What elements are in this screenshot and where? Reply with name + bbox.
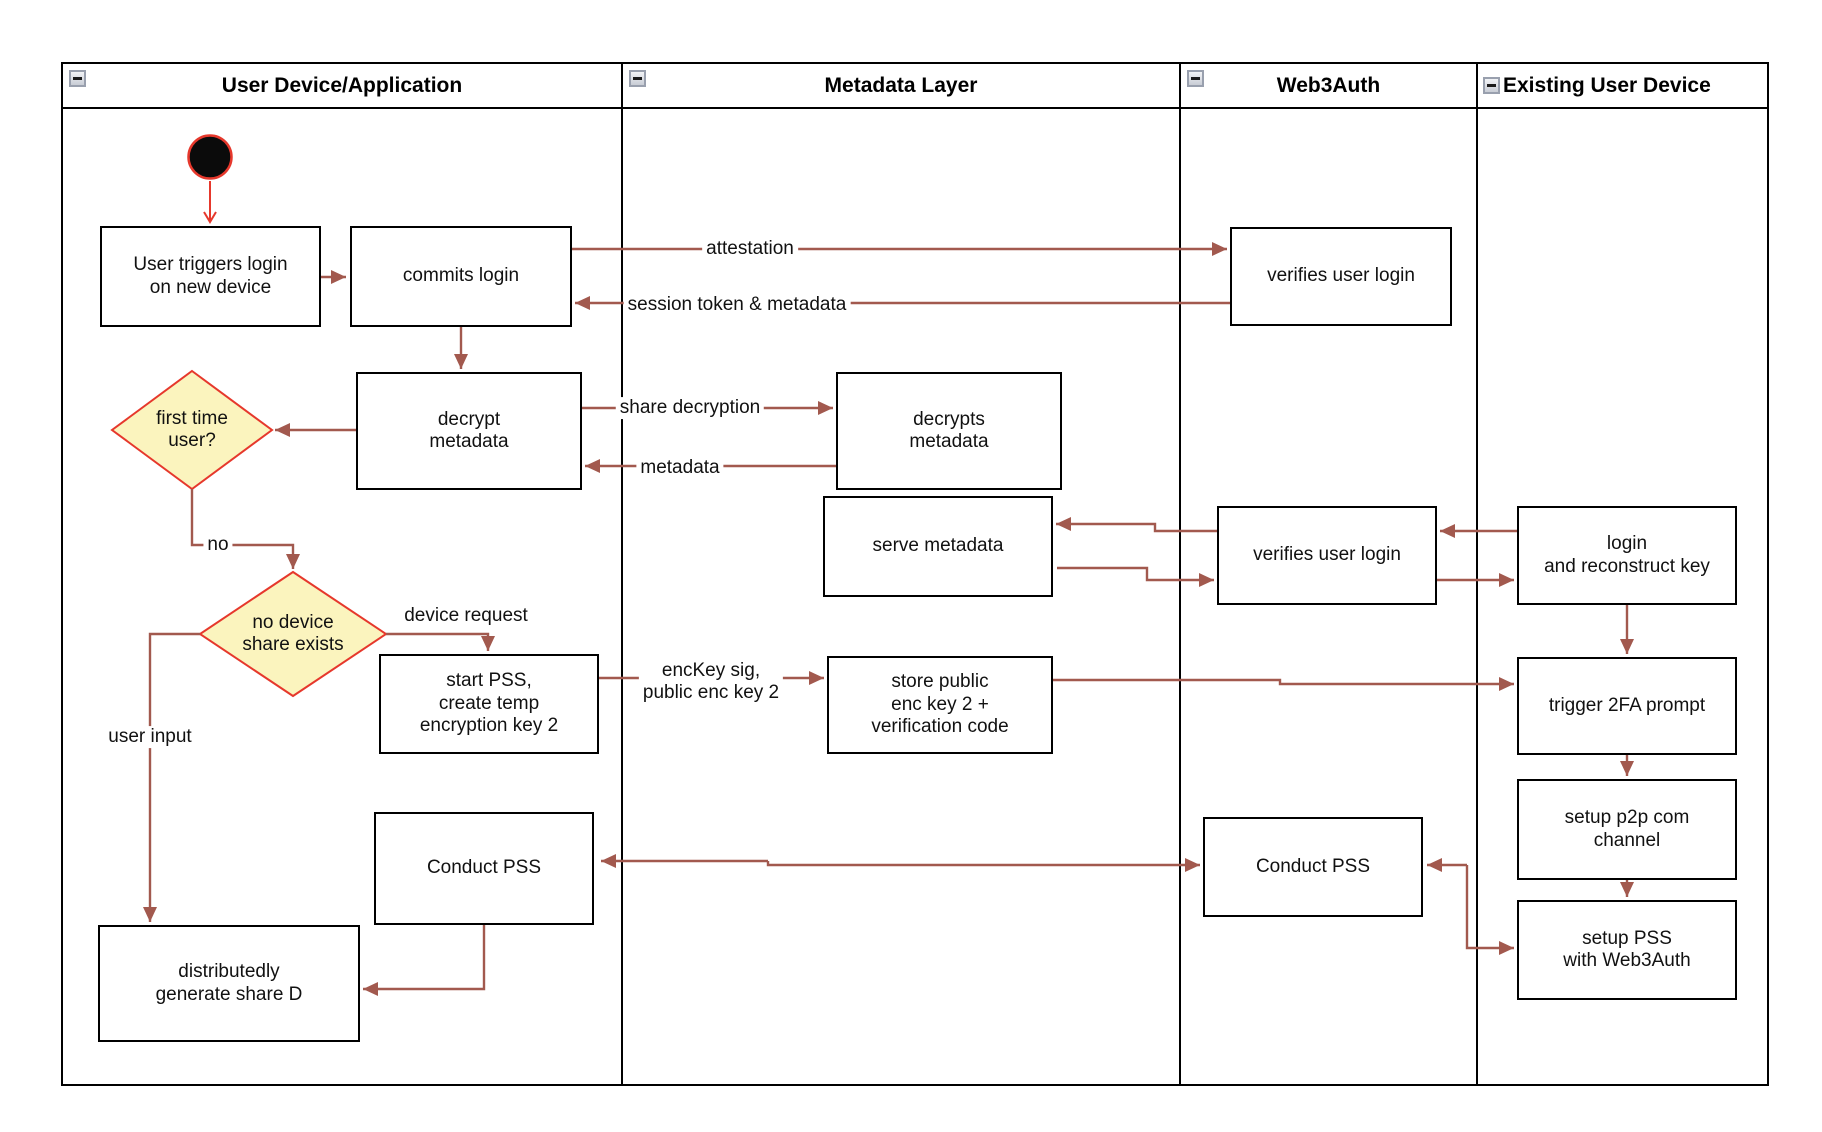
node-verifies-user-login-2[interactable]: verifies user login [1217, 506, 1437, 605]
edge-verifies2-to-serve [1056, 517, 1217, 533]
node-label: setup PSS with Web3Auth [1563, 927, 1691, 971]
collapse-lane-icon[interactable] [1187, 70, 1204, 87]
edge-label-attestation: attestation [702, 238, 798, 260]
edge-label-metadata: metadata [636, 457, 724, 479]
collapse-lane-icon[interactable] [629, 70, 646, 87]
node-login-and-reconstruct-key[interactable]: login and reconstruct key [1517, 506, 1737, 605]
node-trigger-2fa-prompt[interactable]: trigger 2FA prompt [1517, 657, 1737, 755]
decision-label-no-device-share: no device share exists [242, 612, 344, 655]
node-label: setup p2p com channel [1564, 807, 1690, 851]
node-label: login and reconstruct key [1544, 533, 1710, 577]
edge-label-no: no [203, 534, 233, 556]
decision-no-device-share-exists[interactable] [198, 570, 388, 698]
edge-label-device-request: device request [400, 605, 532, 627]
edge-label-share-decryption: share decryption [615, 397, 765, 419]
node-label: serve metadata [872, 535, 1004, 557]
node-label: decrypts metadata [909, 408, 989, 452]
node-decrypt-metadata[interactable]: decrypt metadata [356, 372, 582, 490]
node-label: trigger 2FA prompt [1548, 694, 1706, 716]
edge-label-user-input: user input [104, 726, 196, 748]
lane-frame [61, 62, 1769, 1086]
node-label: commits login [402, 265, 520, 287]
node-label: start PSS, create temp encryption key 2 [419, 670, 559, 737]
collapse-lane-icon[interactable] [1483, 77, 1500, 94]
node-label: store public enc key 2 + verification co… [871, 671, 1009, 738]
node-store-public-enc-key[interactable]: store public enc key 2 + verification co… [827, 656, 1053, 754]
edge-conduct1-to-conduct2 [766, 858, 1200, 872]
node-label: verifies user login [1267, 265, 1415, 287]
node-decrypts-metadata[interactable]: decrypts metadata [836, 372, 1062, 490]
node-distributedly-generate-share-d[interactable]: distributedly generate share D [98, 925, 360, 1042]
edge-user-input [143, 632, 200, 922]
lane-title: Existing User Device [1503, 73, 1711, 97]
lane-title: Metadata Layer [824, 73, 978, 97]
edge-no-branch [190, 489, 300, 569]
lane-header-web3auth: Web3Auth [1180, 63, 1477, 108]
node-conduct-pss-user-device[interactable]: Conduct PSS [374, 812, 594, 925]
start-node[interactable] [187, 134, 233, 180]
node-conduct-pss-web3auth[interactable]: Conduct PSS [1203, 817, 1423, 917]
edge-conduct2-to-setup-pss [1465, 865, 1514, 955]
node-label: distributedly generate share D [155, 961, 303, 1005]
node-serve-metadata[interactable]: serve metadata [823, 496, 1053, 597]
node-label: Conduct PSS [426, 857, 542, 879]
edge-serve-to-verifies2 [1057, 566, 1214, 587]
node-user-triggers-login[interactable]: User triggers login on new device [100, 226, 321, 327]
lane-title: User Device/Application [221, 73, 463, 97]
lane-header-metadata-layer: Metadata Layer [622, 63, 1180, 108]
node-label: User triggers login on new device [133, 254, 288, 298]
lane-title: Web3Auth [1276, 73, 1381, 97]
node-commits-login[interactable]: commits login [350, 226, 572, 327]
edge-device-request [386, 632, 495, 651]
node-label: verifies user login [1253, 544, 1401, 566]
node-setup-pss-with-web3auth[interactable]: setup PSS with Web3Auth [1517, 900, 1737, 1000]
node-setup-p2p-com-channel[interactable]: setup p2p com channel [1517, 779, 1737, 880]
node-label: Conduct PSS [1255, 855, 1371, 877]
decision-label-first-time-user: first time user? [156, 408, 228, 451]
lane-header-user-device: User Device/Application [62, 63, 622, 108]
edge-label-enckey-sig: encKey sig, public enc key 2 [638, 660, 784, 704]
edge-store-to-trigger [1053, 677, 1514, 691]
edge-label-session-token: session token & metadata [623, 294, 851, 316]
collapse-lane-icon[interactable] [69, 70, 86, 87]
node-start-pss[interactable]: start PSS, create temp encryption key 2 [379, 654, 599, 754]
node-verifies-user-login-1[interactable]: verifies user login [1230, 227, 1452, 326]
edge-conduct1-to-distributedly [363, 925, 486, 996]
node-label: decrypt metadata [429, 408, 509, 452]
lane-header-existing-device: Existing User Device [1477, 63, 1768, 108]
